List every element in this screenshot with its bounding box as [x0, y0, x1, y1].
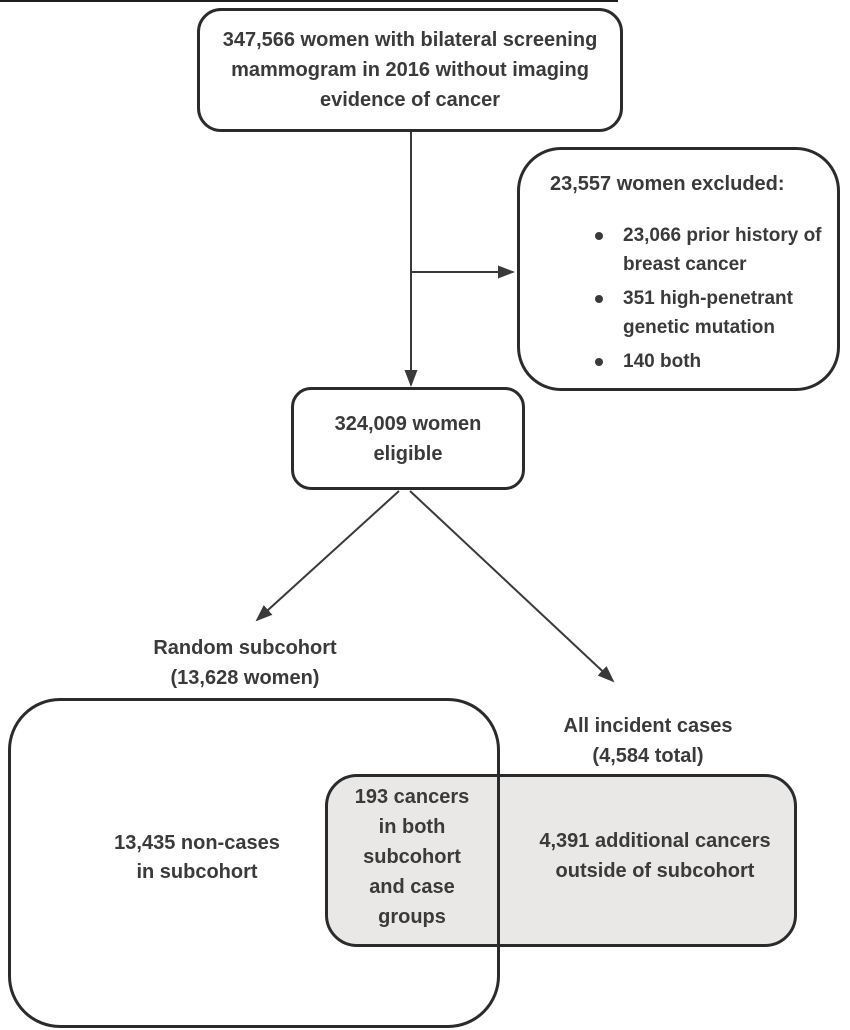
random-subcohort-box — [8, 698, 500, 1028]
venn-text-line: 4,391 additional cancers — [539, 830, 771, 852]
excluded-bullet-item: 351 high-penetrant genetic mutation — [550, 284, 835, 342]
venn-text-line: outside of subcohort — [555, 860, 755, 882]
subcohort-noncases-text: 13,435 non-cases in subcohort — [77, 829, 317, 887]
bullet-text: 23,066 prior history of breast cancer — [623, 225, 822, 275]
bullet-icon — [595, 358, 603, 366]
arrow-eligible-to-cases — [409, 490, 615, 683]
eligible-women-box: 324,009 women eligible — [291, 387, 525, 490]
venn-text-line: 13,435 non-cases — [114, 832, 280, 854]
venn-text-line: 193 cancers — [354, 786, 470, 808]
label-line: Random subcohort — [153, 637, 337, 659]
bullet-text: 351 high-penetrant genetic mutation — [623, 288, 793, 338]
random-subcohort-label: Random subcohort (13,628 women) — [125, 633, 365, 693]
incident-cases-label: All incident cases (4,584 total) — [528, 711, 768, 771]
bullet-text: 140 both — [623, 351, 702, 372]
venn-text-line: in subcohort — [136, 861, 258, 883]
box-text-line: 347,566 women with bilateral screening — [222, 29, 598, 51]
venn-text-line: in both — [378, 816, 446, 838]
excluded-bullet-list: 23,066 prior history of breast cancer 35… — [550, 221, 835, 381]
figure-top-edge-artifact — [0, 0, 618, 2]
excluded-bullet-item: 140 both — [550, 347, 835, 376]
screening-cohort-box: 347,566 women with bilateral screening m… — [197, 8, 623, 132]
bullet-icon — [595, 295, 603, 303]
venn-text-line: and case — [369, 876, 455, 898]
venn-text-line: groups — [378, 906, 446, 928]
outside-subcohort-cancers-text: 4,391 additional cancers outside of subc… — [505, 826, 805, 886]
box-text-line: mammogram in 2016 without imaging — [231, 59, 589, 81]
label-line: (13,628 women) — [170, 667, 320, 689]
label-line: (4,584 total) — [592, 745, 704, 767]
arrow-eligible-to-subcohort — [255, 490, 400, 622]
box-text-line: evidence of cancer — [319, 89, 501, 111]
label-line: All incident cases — [563, 715, 733, 737]
bullet-icon — [595, 232, 603, 240]
box-text-line: 324,009 women — [334, 412, 482, 435]
excluded-women-box: 23,557 women excluded: 23,066 prior hist… — [517, 147, 840, 391]
box-text-line: eligible — [373, 442, 443, 465]
incident-cases-box — [325, 774, 797, 947]
overlap-cancers-text: 193 cancers in both subcohort and case g… — [347, 782, 477, 932]
excluded-title: 23,557 women excluded: — [550, 173, 785, 195]
excluded-bullet-item: 23,066 prior history of breast cancer — [550, 221, 835, 279]
venn-text-line: subcohort — [363, 846, 461, 868]
